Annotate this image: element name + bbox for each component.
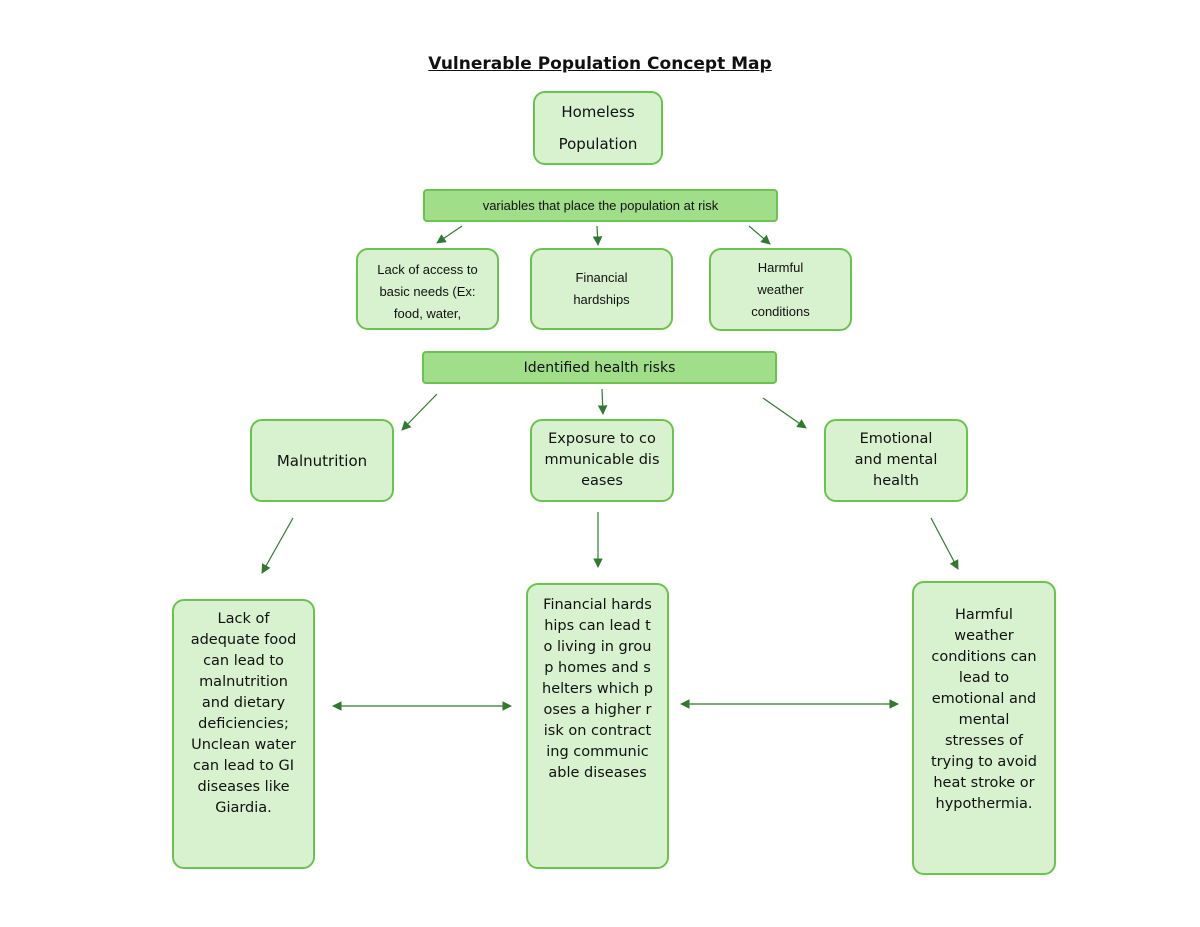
risk-factor-harmful-weather-text: Harmful weather conditions	[751, 259, 810, 319]
arrow-to-emotional-health	[762, 397, 807, 429]
health-risk-communicable-diseases: Exposure to communicable diseases	[530, 419, 674, 502]
arrow-to-malnutrition	[401, 393, 438, 431]
explanation-malnutrition: Lack of adequate food can lead to malnut…	[172, 599, 315, 869]
health-risk-malnutrition-text: Malnutrition	[276, 451, 368, 470]
explanation-emotional-mental-health: Harmful weather conditions can lead to e…	[912, 581, 1056, 875]
risk-factor-financial-hardships-text: Financial hardships	[573, 270, 630, 307]
risk-factor-basic-needs: Lack of access to basic needs (Ex: food,…	[356, 248, 499, 330]
page-title: Vulnerable Population Concept Map	[428, 54, 772, 74]
health-risk-emotional-mental-health: Emotional and mental health	[824, 419, 968, 502]
arrow-to-communicable-diseases	[597, 388, 608, 415]
risk-factor-harmful-weather: Harmful weather conditions	[709, 248, 852, 331]
risk-factor-basic-needs-text: Lack of access to basic needs (Ex: food,…	[377, 262, 478, 321]
variables-bar-label: variables that place the population at r…	[482, 198, 719, 213]
arrow-to-financial-hardships	[592, 225, 603, 246]
risk-factor-financial-hardships: Financial hardships	[530, 248, 673, 330]
arrow-to-basic-needs	[436, 225, 463, 244]
health-risks-bar: Identified health risks	[422, 351, 777, 384]
health-risk-malnutrition: Malnutrition	[250, 419, 394, 502]
explanation-communicable-diseases-text: Financial hardships can lead to living i…	[542, 597, 653, 781]
root-node-line-2: Population	[558, 135, 638, 153]
explanation-emotional-mental-health-text: Harmful weather conditions can lead to e…	[931, 607, 1037, 812]
health-risk-emotional-mental-health-text: Emotional and mental health	[854, 431, 938, 489]
health-risk-communicable-diseases-text: Exposure to communicable diseases	[544, 431, 660, 489]
root-node-homeless-population: Homeless Population	[533, 91, 663, 165]
arrow-to-harmful-weather	[748, 225, 771, 245]
explanation-malnutrition-text: Lack of adequate food can lead to malnut…	[190, 611, 297, 816]
arrow-to-emotional-explanation	[930, 517, 959, 570]
arrow-to-malnutrition-explanation	[261, 517, 294, 574]
health-risks-bar-label: Identified health risks	[523, 359, 676, 376]
root-node-line-1: Homeless	[561, 103, 635, 121]
variables-bar: variables that place the population at r…	[423, 189, 778, 222]
explanation-communicable-diseases: Financial hardships can lead to living i…	[526, 583, 669, 869]
